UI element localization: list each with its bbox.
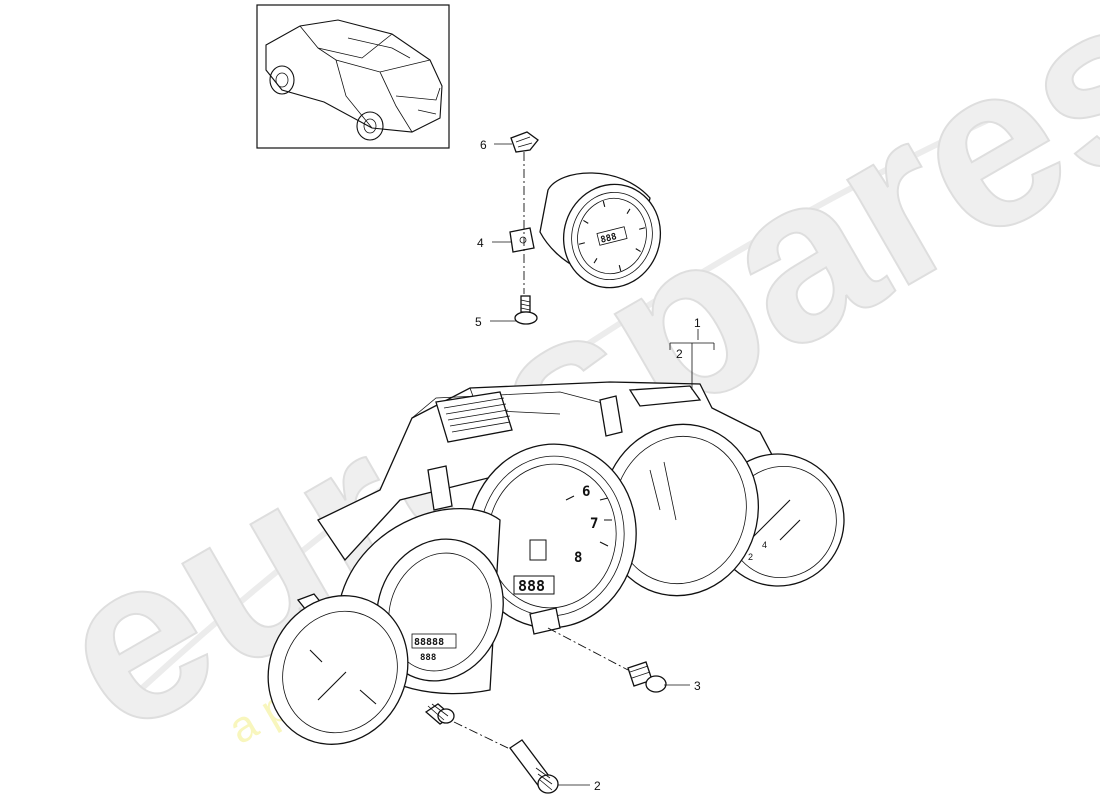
tach-six: 6: [582, 484, 590, 500]
clip-part: [510, 131, 539, 153]
odometer-bottom: 888: [420, 653, 436, 663]
gauge-bracket: [509, 227, 535, 253]
suv-icon: [265, 19, 443, 141]
callout-4: 4: [477, 236, 484, 250]
tach-seven: 7: [590, 516, 598, 532]
callout-2-cluster: 2: [676, 347, 683, 361]
instrument-cluster: 2 4 6 7 8 888 88888: [267, 381, 845, 745]
tach-display: [513, 575, 555, 595]
tach-eight: 8: [574, 550, 582, 566]
screw-part-3: [627, 661, 667, 693]
trip-button-lower: [509, 739, 559, 794]
gear-indicator: [529, 539, 547, 561]
callout-3: 3: [694, 679, 701, 693]
aux-dial-four: 4: [762, 540, 767, 550]
connector-block: [435, 391, 513, 443]
clock-display: 888: [600, 232, 618, 246]
callout-1: 1: [694, 316, 701, 330]
screw-part-5: [514, 295, 538, 325]
vehicle-thumbnail: [256, 4, 450, 149]
mount-tab: [599, 395, 623, 437]
speedometer: 88888 888: [339, 507, 504, 695]
aux-dial-two: 2: [748, 552, 753, 562]
tach-display-digits: 888: [518, 577, 545, 595]
callouts: 6 4 5 1 2 3 2: [475, 138, 701, 793]
callout-5: 5: [475, 315, 482, 329]
clock-dial: 888: [578, 200, 646, 272]
clock-gauge: 888: [509, 172, 662, 289]
callout-6: 6: [480, 138, 487, 152]
thumbnail-frame: [256, 4, 450, 149]
left-dial: [267, 595, 409, 745]
screw-3-axis: [547, 627, 629, 671]
callout-2-button: 2: [594, 779, 601, 793]
leader-lines: [490, 143, 715, 786]
odometer-top: 88888: [414, 637, 444, 648]
mount-tab: [427, 465, 453, 511]
trip-button-upper: [424, 703, 455, 725]
lower-bracket: [529, 607, 561, 635]
button-axis: [453, 721, 513, 751]
